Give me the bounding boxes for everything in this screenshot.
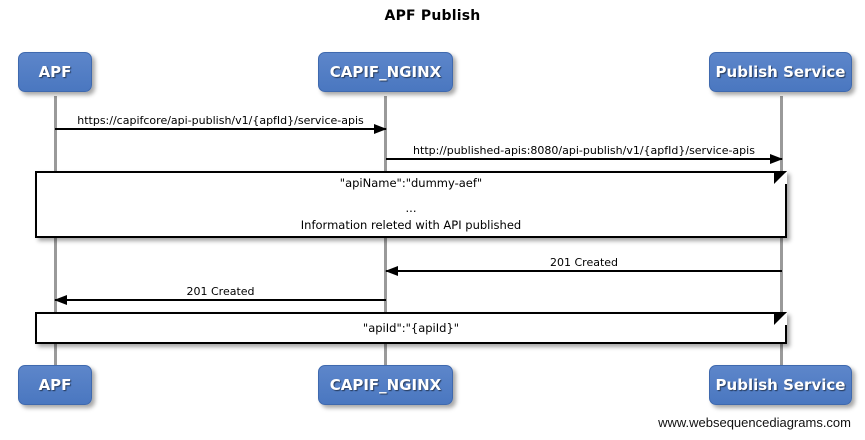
actor-box-publish-service-top[interactable]: Publish Service: [709, 52, 852, 92]
message-capif-nginx-to-publish-service[interactable]: http://published-apis:8080/api-publish/v…: [386, 136, 783, 164]
arrow-left-icon: [54, 295, 67, 305]
actor-box-apf-top[interactable]: APF: [18, 52, 92, 92]
actor-label-capif-nginx-top: CAPIF_NGINX: [329, 63, 442, 81]
actor-box-apf-bottom[interactable]: APF: [18, 365, 92, 405]
note-fold-corner-icon: [774, 171, 787, 184]
note-request-payload-content: "apiName":"dummy-aef" ... Information re…: [37, 173, 785, 236]
note-response-payload: "apiId":"{apiId}": [35, 312, 787, 344]
arrow-right-icon: [770, 154, 783, 164]
message-line-1: [55, 128, 386, 130]
note-response-payload-content: "apiId":"{apiId}": [37, 314, 785, 342]
arrow-right-icon: [374, 124, 387, 134]
message-line-3: [386, 270, 782, 272]
actor-label-apf-bottom: APF: [38, 376, 72, 394]
note-line: Information releted with API published: [300, 217, 522, 232]
actor-box-publish-service-bottom[interactable]: Publish Service: [709, 365, 852, 405]
actor-label-publish-service-bottom: Publish Service: [715, 376, 846, 394]
actor-box-capif-nginx-bottom[interactable]: CAPIF_NGINX: [318, 365, 453, 405]
actor-label-publish-service-top: Publish Service: [715, 63, 846, 81]
footer-watermark: www.websequencediagrams.com: [658, 415, 851, 430]
message-line-2: [386, 158, 782, 160]
message-publish-service-to-capif-nginx[interactable]: 201 Created: [385, 248, 782, 276]
message-capif-nginx-to-apf[interactable]: 201 Created: [54, 277, 386, 305]
actor-label-apf-top: APF: [38, 63, 72, 81]
actor-box-capif-nginx-top[interactable]: CAPIF_NGINX: [318, 52, 453, 92]
arrow-left-icon: [385, 266, 398, 276]
message-label-2: http://published-apis:8080/api-publish/v…: [413, 144, 755, 157]
actor-label-capif-nginx-bottom: CAPIF_NGINX: [329, 376, 442, 394]
page-title: APF Publish: [384, 8, 481, 24]
message-label-1: https://capifcore/api-publish/v1/{apfId}…: [77, 114, 364, 127]
message-label-4: 201 Created: [186, 285, 255, 298]
message-line-4: [55, 299, 386, 301]
note-request-payload: "apiName":"dummy-aef" ... Information re…: [35, 171, 787, 238]
note-line: "apiId":"{apiId}": [362, 320, 460, 335]
note-fold-corner-icon: [774, 312, 787, 325]
message-label-3: 201 Created: [549, 256, 619, 269]
note-line: "apiName":"dummy-aef": [339, 176, 483, 191]
message-apf-to-capif-nginx[interactable]: https://capifcore/api-publish/v1/{apfId}…: [55, 106, 387, 134]
note-line: ...: [405, 201, 417, 216]
